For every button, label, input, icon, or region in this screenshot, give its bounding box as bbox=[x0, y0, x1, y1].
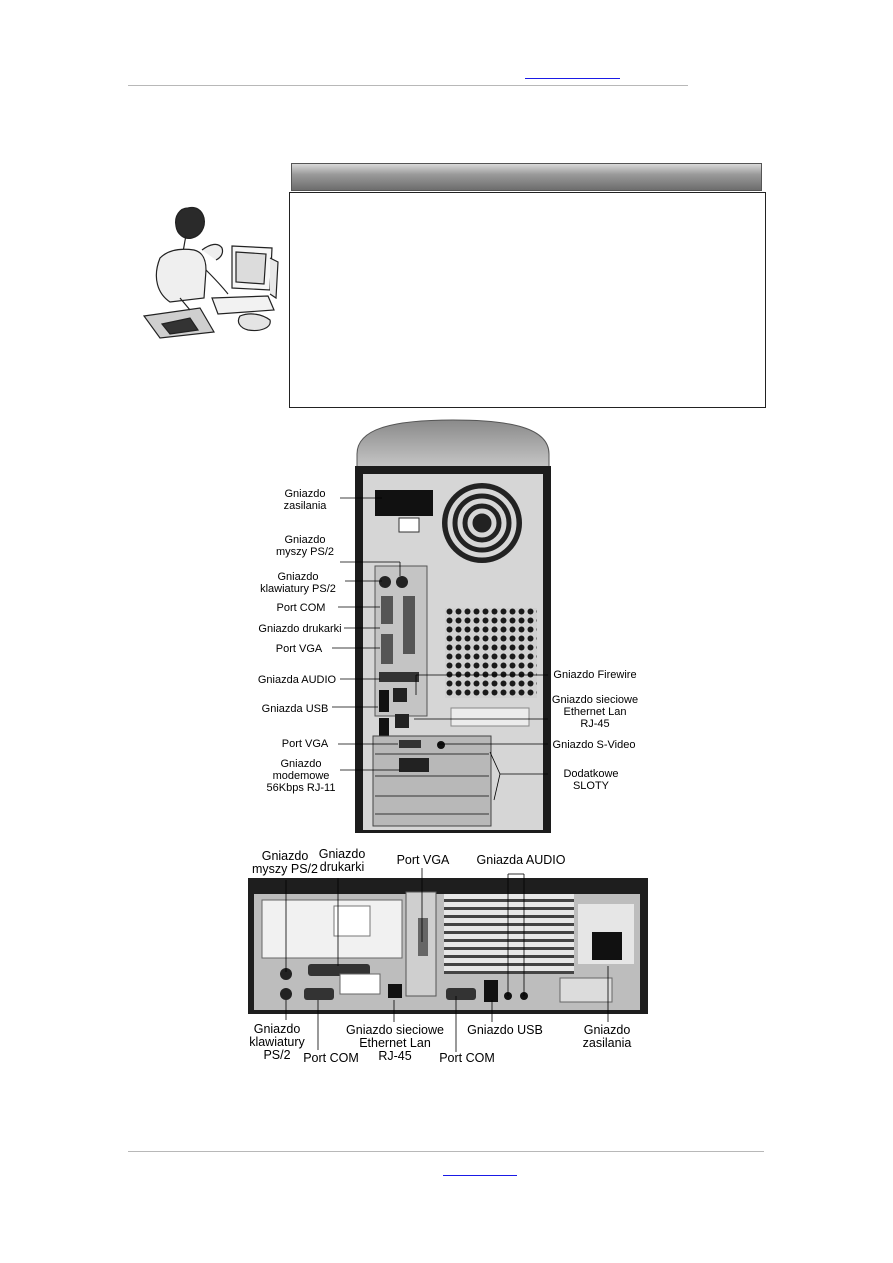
footer-rule bbox=[128, 1151, 764, 1152]
tower-computer-rear-photo bbox=[355, 419, 551, 833]
footer-link[interactable] bbox=[443, 1175, 517, 1176]
label-gniazdo-zasilania: Gniazdo zasilania bbox=[283, 488, 327, 512]
woman-at-computer-illustration bbox=[142, 206, 279, 339]
label-gniazda-usb: Gniazda USB bbox=[261, 703, 329, 715]
label-desktop-gniazdo-drukarki: Gniazdo drukarki bbox=[318, 847, 366, 874]
label-desktop-gniazdo-sieciowe: Gniazdo sieciowe Ethernet Lan RJ-45 bbox=[346, 1023, 444, 1063]
label-port-vga-2: Port VGA bbox=[281, 738, 329, 750]
label-desktop-gniazda-audio: Gniazda AUDIO bbox=[476, 853, 566, 867]
label-gniazdo-myszy: Gniazdo myszy PS/2 bbox=[275, 534, 335, 558]
callout-box bbox=[289, 192, 766, 408]
header-link[interactable] bbox=[525, 78, 620, 79]
label-gniazdo-svideo: Gniazdo S-Video bbox=[552, 739, 636, 751]
label-desktop-gniazdo-zasilania: Gniazdo zasilania bbox=[582, 1023, 632, 1050]
desktop-computer-rear-photo bbox=[248, 878, 648, 1014]
label-dodatkowe-sloty: Dodatkowe SLOTY bbox=[563, 768, 619, 792]
label-gniazda-audio: Gniazda AUDIO bbox=[257, 674, 337, 686]
label-gniazdo-firewire: Gniazdo Firewire bbox=[553, 669, 637, 681]
label-port-vga-1: Port VGA bbox=[275, 643, 323, 655]
label-port-com: Port COM bbox=[276, 602, 326, 614]
label-desktop-gniazdo-usb: Gniazdo USB bbox=[467, 1023, 543, 1037]
label-gniazdo-drukarki: Gniazdo drukarki bbox=[258, 623, 342, 635]
label-gniazdo-modemowe: Gniazdo modemowe 56Kbps RJ-11 bbox=[266, 758, 336, 794]
header-rule bbox=[128, 85, 688, 86]
label-gniazdo-klawiatury: Gniazdo klawiatury PS/2 bbox=[260, 571, 336, 595]
label-desktop-gniazdo-klawiatury: Gniazdo klawiatury PS/2 bbox=[249, 1022, 305, 1062]
label-desktop-port-vga: Port VGA bbox=[396, 853, 450, 867]
callout-header-bar bbox=[291, 163, 762, 191]
label-desktop-port-com-1: Port COM bbox=[303, 1051, 359, 1065]
label-desktop-gniazdo-myszy: Gniazdo myszy PS/2 bbox=[252, 849, 318, 876]
label-gniazdo-sieciowe-tower: Gniazdo sieciowe Ethernet Lan RJ-45 bbox=[551, 694, 639, 730]
label-desktop-port-com-2: Port COM bbox=[439, 1051, 495, 1065]
